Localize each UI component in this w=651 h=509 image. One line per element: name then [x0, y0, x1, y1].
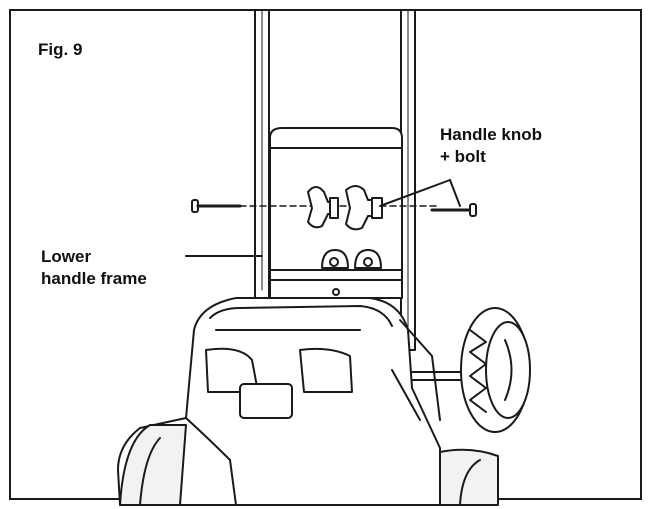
lower-frame-callout: Lower handle frame — [41, 246, 147, 290]
knob-leader-lines — [379, 179, 461, 207]
handle-knob-callout: Handle knob + bolt — [440, 124, 542, 168]
handle-knob-callout-line1: Handle knob — [440, 125, 543, 144]
lower-handle-frame — [269, 127, 403, 299]
wheel — [409, 307, 531, 433]
handle-knob-callout-line2: + bolt — [440, 147, 486, 166]
right-bolt — [430, 203, 477, 217]
handle-knob-right — [345, 185, 383, 231]
left-fender — [119, 424, 187, 506]
left-bolt — [191, 199, 242, 213]
handle-knob-left — [307, 186, 339, 229]
engine-housing — [117, 297, 441, 506]
lower-frame-callout-line1: Lower — [41, 247, 92, 266]
lower-frame-callout-line2: handle frame — [41, 269, 147, 288]
figure-number: Fig. 9 — [38, 40, 83, 59]
right-fender — [439, 448, 499, 506]
